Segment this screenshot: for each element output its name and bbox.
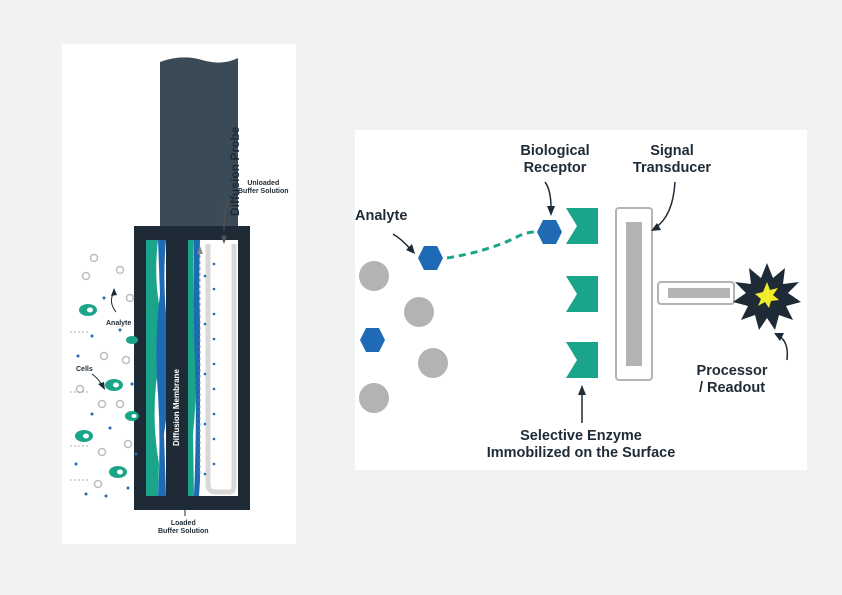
receptor-line-2: Receptor	[523, 159, 587, 176]
transducer-core	[626, 222, 642, 366]
transducer-line-2: Transducer	[632, 159, 712, 176]
unloaded-line-1: Unloaded	[247, 180, 280, 187]
processor-line-1: Processor	[696, 363, 768, 379]
receptor-2	[566, 276, 598, 312]
analyte-hexagon-2	[360, 328, 385, 352]
transducer-label: Signal Transducer	[623, 143, 721, 176]
receptor-label: Biological Receptor	[509, 143, 601, 176]
u-tube	[205, 244, 237, 495]
loaded-line-1: Loaded	[170, 520, 196, 527]
probe-left-wall	[134, 226, 146, 510]
biosensor-panel: Analyte Biological Receptor Signal Trans…	[355, 130, 807, 470]
diffusion-probe-illustration	[70, 57, 250, 516]
enzyme-receptors	[566, 208, 598, 378]
cells-group	[75, 304, 139, 478]
membrane-blue-left	[156, 240, 170, 496]
unloaded-line-2: Buffer Solution	[238, 188, 289, 196]
probe-bottom-cap	[134, 496, 250, 510]
analyte-arrow	[392, 233, 412, 251]
enzyme-label: Selective Enzyme Immobilized on the Surf…	[465, 428, 697, 461]
buffer-dots	[203, 262, 216, 476]
readout-star-core	[755, 282, 779, 308]
biosensor-illustration	[359, 181, 801, 423]
probe-right-wall	[238, 226, 250, 510]
membrane-teal-left	[146, 240, 161, 496]
analyte-hexagon-bound	[537, 220, 562, 244]
processor-line-2: / Readout	[698, 379, 766, 396]
receptor-3	[566, 342, 598, 378]
receptor-arrow	[544, 181, 552, 209]
loaded-line-2: Buffer Solution	[158, 528, 209, 536]
receptor-line-1: Biological	[520, 143, 590, 159]
probe-label: Diffusion Probe	[228, 126, 242, 216]
transducer-arrow	[654, 181, 676, 229]
analyte-molecules	[360, 220, 562, 352]
receptor-1	[566, 208, 598, 244]
transducer-line-1: Signal	[650, 143, 694, 159]
membrane-teal-right	[188, 240, 197, 496]
analyte-path	[446, 230, 536, 260]
outside-flow-arrows	[70, 331, 90, 481]
cells-label: Cells	[76, 366, 93, 373]
nontarget-molecules	[359, 261, 448, 413]
probe-top-cap	[134, 226, 250, 240]
left-analyte-label: Analyte	[106, 320, 132, 327]
processor-label: Processor / Readout	[679, 363, 785, 396]
particle-rings	[75, 253, 135, 489]
diffusion-probe-panel: Diffusion Probe Diffusion Membrane Unloa…	[62, 44, 296, 544]
enzyme-line-2: Immobilized on the Surface	[486, 444, 676, 461]
loaded-label: Loaded Buffer Solution	[158, 520, 209, 536]
analyte-hexagon-1	[418, 246, 443, 270]
membrane-core	[166, 240, 188, 496]
right-analyte-label: Analyte	[355, 208, 408, 224]
membrane-label: Diffusion Membrane	[172, 369, 181, 446]
unloaded-label: Unloaded Buffer Solution	[238, 180, 289, 196]
probe-shaft	[160, 57, 238, 232]
analyte-dots	[74, 296, 138, 498]
enzyme-line-1: Selective Enzyme	[520, 428, 642, 444]
